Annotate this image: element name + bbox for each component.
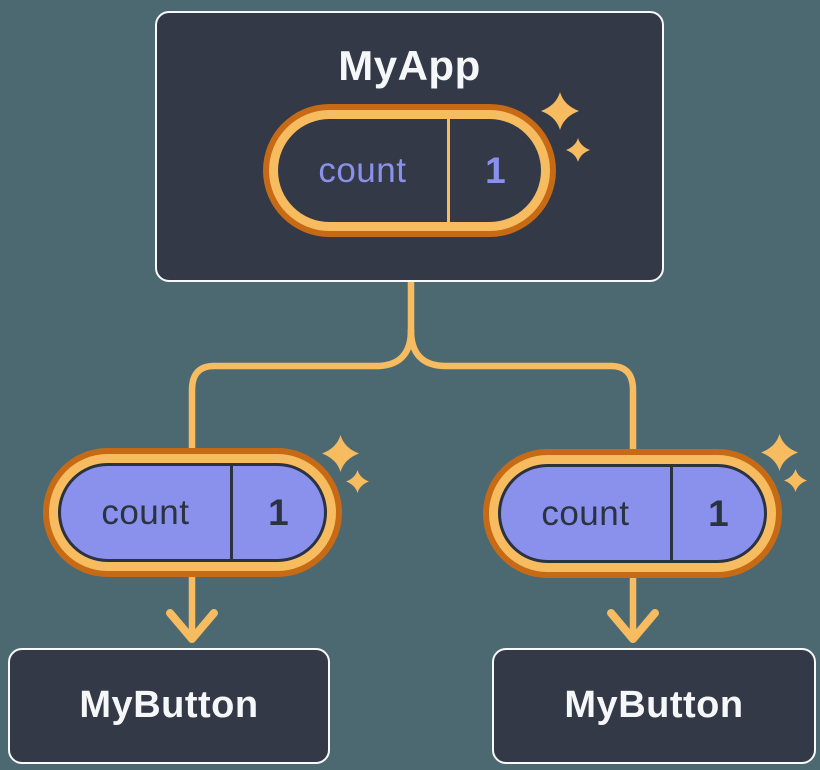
pill-value-section: 1 (450, 119, 541, 222)
pill-divider (669, 467, 673, 560)
component-card-myapp: MyApp count 1 (155, 11, 664, 282)
pill-value: 1 (485, 149, 506, 191)
component-title: MyButton (564, 684, 744, 727)
connector-branch-right (407, 326, 637, 457)
state-pill-root: count 1 (263, 104, 556, 238)
pill-value: 1 (268, 491, 289, 533)
prop-pill-core: count 1 (498, 464, 767, 563)
pill-label: count (541, 493, 630, 533)
pill-label-section: count (278, 119, 447, 222)
prop-pill-ring: count 1 (489, 455, 776, 572)
sparkle-icon (346, 470, 369, 493)
component-card-mybutton-right: MyButton (492, 648, 816, 764)
pill-divider (446, 119, 450, 223)
sparkle-icon (761, 434, 798, 471)
prop-pill-left: count 1 (43, 448, 342, 577)
pill-label-section: count (501, 467, 670, 560)
state-pill-ring: count 1 (269, 110, 550, 232)
pill-label: count (101, 492, 190, 532)
pill-label-section: count (61, 466, 230, 559)
pill-value-section: 1 (673, 467, 764, 560)
pill-value-section: 1 (233, 466, 324, 559)
prop-pill-core: count 1 (58, 463, 327, 562)
pill-divider (229, 466, 233, 559)
prop-arrow-right-head (607, 609, 659, 643)
connector-branch-left (188, 326, 415, 456)
component-title: MyButton (79, 684, 259, 727)
prop-pill-right: count 1 (483, 449, 782, 578)
pill-label: count (318, 150, 407, 190)
prop-pill-ring: count 1 (49, 454, 336, 571)
prop-arrow-left-head (166, 609, 218, 643)
sparkle-icon (322, 435, 359, 472)
component-title: MyApp (338, 42, 481, 89)
pill-value: 1 (708, 492, 729, 534)
sparkle-icon (784, 469, 807, 492)
component-card-mybutton-left: MyButton (8, 648, 330, 764)
state-pill-core: count 1 (278, 119, 541, 223)
